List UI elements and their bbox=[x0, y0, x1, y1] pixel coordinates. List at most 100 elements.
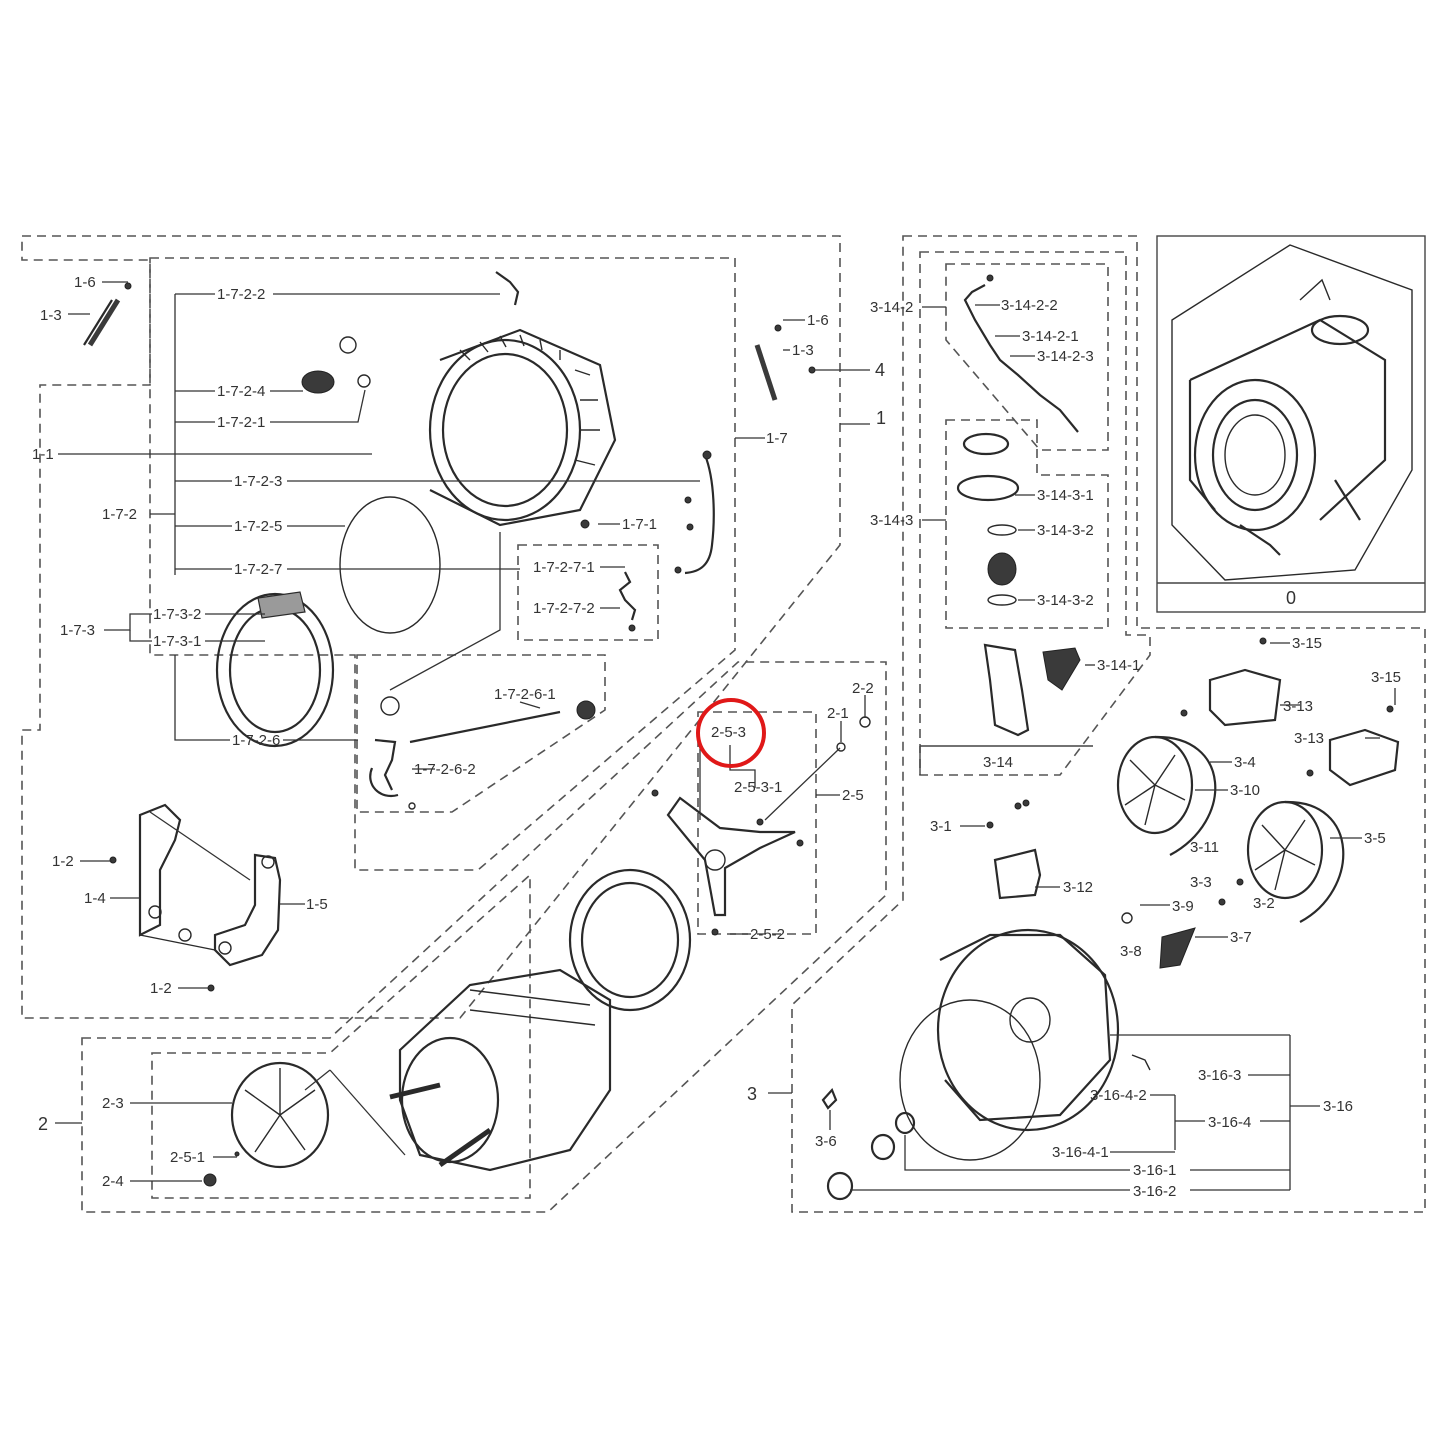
group-outlines bbox=[21, 235, 1426, 1213]
part-label-3-13-right: 3-13 bbox=[1294, 730, 1324, 747]
part-label-1-7-2-6-1: 1-7-2-6-1 bbox=[494, 686, 556, 703]
highlighted-part-label[interactable]: 2-5-3 bbox=[711, 724, 746, 741]
part-label-1-2-bottom: 1-2 bbox=[150, 980, 172, 997]
part-label-1-7-2-2: 1-7-2-2 bbox=[217, 286, 265, 303]
part-label-2-5: 2-5 bbox=[842, 787, 864, 804]
part-label-3-3: 3-3 bbox=[1190, 874, 1212, 891]
part-label-3-16-4-1: 3-16-4-1 bbox=[1052, 1144, 1109, 1161]
part-label-2-5-3-1: 2-5-3-1 bbox=[734, 779, 782, 796]
fitting-1-7-2-4 bbox=[301, 336, 371, 394]
group-2-inner-outline bbox=[151, 873, 531, 1199]
assembly-illustration bbox=[1171, 244, 1413, 581]
part-label-1-7-2-3: 1-7-2-3 bbox=[234, 473, 282, 490]
part-label-3-7: 3-7 bbox=[1230, 929, 1252, 946]
part-label-2-5-2: 2-5-2 bbox=[750, 926, 785, 943]
group-1-7-2-7-outline bbox=[517, 544, 659, 641]
part-label-3-15-right: 3-15 bbox=[1371, 669, 1401, 686]
group-3-14-3-outline bbox=[945, 419, 1109, 629]
part-label-3-15-left: 3-15 bbox=[1292, 635, 1322, 652]
part-label-3-8: 3-8 bbox=[1120, 943, 1142, 960]
group-3-parts bbox=[821, 274, 1400, 1201]
part-label-3-16-4-2: 3-16-4-2 bbox=[1090, 1087, 1147, 1104]
group-label-2: 2 bbox=[38, 1114, 48, 1134]
part-label-3-16-2: 3-16-2 bbox=[1133, 1183, 1176, 1200]
group-3-outline bbox=[791, 235, 1426, 1213]
part-label-2-5-1: 2-5-1 bbox=[170, 1149, 205, 1166]
part-label-1-7: 1-7 bbox=[766, 430, 788, 447]
part-label-3-16: 3-16 bbox=[1323, 1098, 1353, 1115]
part-label-3-2: 3-2 bbox=[1253, 895, 1275, 912]
part-label-3-14-3-2-top: 3-14-3-2 bbox=[1037, 522, 1094, 539]
part-label-3-5: 3-5 bbox=[1364, 830, 1386, 847]
part-label-3-14-2-3: 3-14-2-3 bbox=[1037, 348, 1094, 365]
part-label-3-11: 3-11 bbox=[1190, 839, 1219, 856]
part-label-1-7-2-6: 1-7-2-6 bbox=[232, 732, 280, 749]
group-2-outline bbox=[81, 661, 887, 1213]
tub-support-bracket bbox=[109, 803, 282, 992]
part-label-3-14-3: 3-14-3 bbox=[870, 512, 913, 529]
part-label-1-3: 1-3 bbox=[40, 307, 62, 324]
part-label-3-6: 3-6 bbox=[815, 1133, 837, 1150]
part-label-1-7-2-7: 1-7-2-7 bbox=[234, 561, 282, 578]
valve-assembly bbox=[369, 696, 596, 810]
part-label-2-4: 2-4 bbox=[102, 1173, 124, 1190]
group-1-7-outline bbox=[149, 257, 736, 871]
part-label-1-7-2-1: 1-7-2-1 bbox=[217, 414, 265, 431]
part-label-3-13-left: 3-13 bbox=[1283, 698, 1313, 715]
part-label-3-1: 3-1 bbox=[930, 818, 952, 835]
shock-absorber-left bbox=[83, 282, 132, 347]
part-label-1-3-right: 1-3 bbox=[792, 342, 814, 359]
part-label-1-6-right: 1-6 bbox=[807, 312, 829, 329]
group-3-14-outline bbox=[919, 251, 1151, 776]
part-labels: 1 2 3 0 4 2-5-3 1-6 1-3 1-7-2-2 1-7-2-4 … bbox=[32, 274, 1401, 1200]
front-ring bbox=[215, 591, 335, 748]
shock-absorber-right bbox=[754, 324, 816, 401]
screws-1-7-1 bbox=[580, 450, 712, 574]
door-seal-ring bbox=[339, 496, 441, 634]
part-label-3-9: 3-9 bbox=[1172, 898, 1194, 915]
part-label-1-7-2-4: 1-7-2-4 bbox=[217, 383, 265, 400]
part-label-3-14-2-1: 3-14-2-1 bbox=[1022, 328, 1079, 345]
part-label-1-7-2-5: 1-7-2-5 bbox=[234, 518, 282, 535]
part-label-3-16-1: 3-16-1 bbox=[1133, 1162, 1176, 1179]
part-label-3-14-2: 3-14-2 bbox=[870, 299, 913, 316]
fitting-1-7-2-2 bbox=[495, 271, 520, 306]
part-label-3-14: 3-14 bbox=[983, 754, 1013, 771]
part-label-1-6: 1-6 bbox=[74, 274, 96, 291]
part-label-1-7-2-7-2: 1-7-2-7-2 bbox=[533, 600, 595, 617]
part-label-2-2: 2-2 bbox=[852, 680, 874, 697]
group-0-box bbox=[1156, 235, 1426, 613]
part-label-3-16-3: 3-16-3 bbox=[1198, 1067, 1241, 1084]
group-label-0: 0 bbox=[1286, 588, 1296, 608]
part-label-3-14-3-1: 3-14-3-1 bbox=[1037, 487, 1094, 504]
highlight-circle[interactable] bbox=[696, 698, 766, 768]
tub-front bbox=[428, 328, 617, 527]
group-3-14-2-outline bbox=[945, 263, 1109, 451]
part-label-3-10: 3-10 bbox=[1230, 782, 1260, 799]
valve-1-7-2-7 bbox=[618, 571, 637, 632]
part-label-1-7-3-2: 1-7-3-2 bbox=[153, 606, 201, 623]
drum-back-cover bbox=[203, 1061, 330, 1187]
part-label-3-14-2-2: 3-14-2-2 bbox=[1001, 297, 1058, 314]
part-label-1-1: 1-1 bbox=[32, 446, 54, 463]
hose bbox=[684, 454, 715, 575]
group-1-7-2-6-outline bbox=[356, 654, 606, 813]
group-1-outline bbox=[21, 235, 841, 1019]
part-label-1-5: 1-5 bbox=[306, 896, 328, 913]
part-label-2-1: 2-1 bbox=[827, 705, 849, 722]
part-label-1-7-2-7-1: 1-7-2-7-1 bbox=[533, 559, 595, 576]
part-drawings bbox=[83, 244, 1413, 1201]
part-label-1-7-1: 1-7-1 bbox=[622, 516, 657, 533]
part-label-3-12: 3-12 bbox=[1063, 879, 1093, 896]
group-label-3: 3 bbox=[747, 1084, 757, 1104]
part-label-3-16-4: 3-16-4 bbox=[1208, 1114, 1251, 1131]
part-label-1-7-2-6-2: 1-7-2-6-2 bbox=[414, 761, 476, 778]
group-label-4: 4 bbox=[875, 360, 885, 380]
part-label-3-14-1: 3-14-1 bbox=[1097, 657, 1140, 674]
part-label-1-7-3-1: 1-7-3-1 bbox=[153, 633, 201, 650]
leader-lines bbox=[55, 281, 1396, 1191]
part-label-1-7-3: 1-7-3 bbox=[60, 622, 95, 639]
part-label-3-4: 3-4 bbox=[1234, 754, 1256, 771]
part-label-1-2-top: 1-2 bbox=[52, 853, 74, 870]
